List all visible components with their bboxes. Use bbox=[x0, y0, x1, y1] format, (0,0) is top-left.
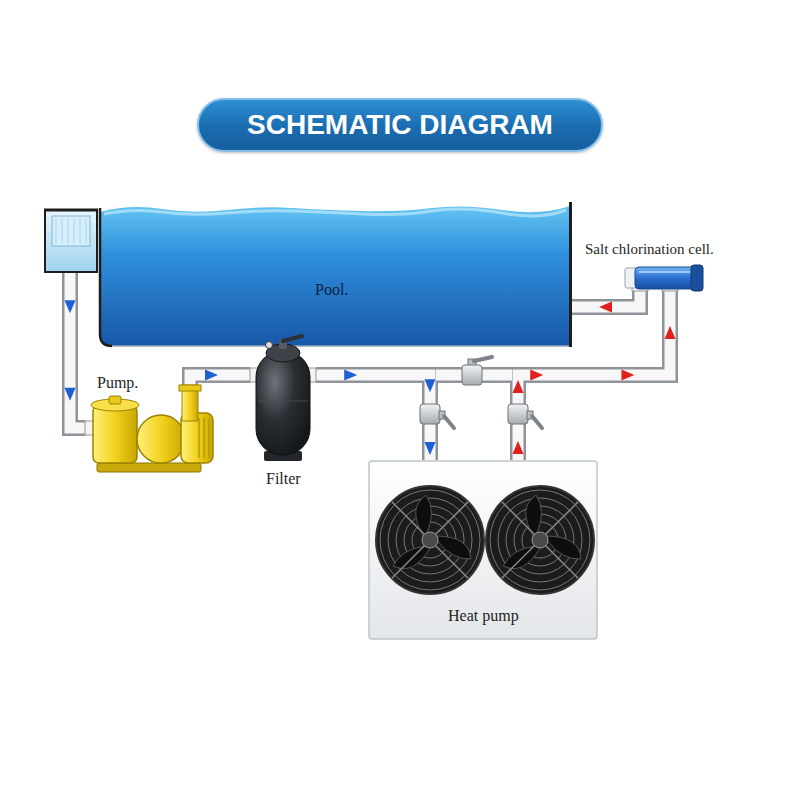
water-pipe bbox=[316, 370, 436, 461]
pool-wall-right bbox=[569, 202, 572, 347]
valve-lever bbox=[474, 357, 492, 361]
salt-chlorination-cell-shape bbox=[625, 265, 703, 291]
guard-spoke bbox=[502, 502, 535, 535]
cell-label: Salt chlorination cell. bbox=[585, 240, 714, 258]
motor-rib bbox=[203, 418, 205, 458]
pump-foot bbox=[97, 463, 201, 472]
pipe-bore bbox=[316, 375, 430, 460]
basket-slot bbox=[68, 218, 69, 244]
basket-slot bbox=[62, 218, 63, 244]
guard-spoke bbox=[546, 502, 579, 535]
pool-pump: Pump. bbox=[85, 385, 215, 473]
flow-arrow bbox=[599, 302, 612, 313]
skimmer-basket bbox=[52, 216, 90, 246]
water-surface bbox=[104, 209, 566, 216]
ball-valve bbox=[462, 357, 492, 385]
tank-seam bbox=[258, 401, 308, 402]
sand-filter-shape bbox=[250, 335, 316, 462]
pool-pump-shape bbox=[85, 385, 215, 473]
fan-hub bbox=[532, 532, 548, 548]
water-pipe bbox=[65, 272, 86, 428]
cell-highlight bbox=[639, 271, 691, 273]
flow-arrow bbox=[65, 300, 76, 313]
pump-volute bbox=[137, 415, 185, 463]
cell-body bbox=[635, 267, 695, 289]
heat-pump-label: Heat pump bbox=[448, 606, 519, 625]
guard-spoke bbox=[392, 546, 425, 579]
flow-arrow bbox=[513, 380, 524, 393]
motor-rib bbox=[208, 418, 210, 458]
flow-arrow bbox=[621, 370, 634, 381]
basket-slot bbox=[74, 218, 75, 244]
flow-arrow bbox=[665, 326, 676, 339]
strainer-pot bbox=[93, 405, 137, 463]
sand-filter: Filter bbox=[250, 335, 316, 462]
heat-pump-casing bbox=[369, 461, 597, 639]
pipe-bore bbox=[190, 375, 250, 385]
guard-spoke bbox=[436, 502, 469, 535]
flow-arrow bbox=[65, 388, 76, 401]
heat-pump-unit: Heat pump bbox=[368, 460, 598, 640]
pump-label: Pump. bbox=[97, 373, 138, 392]
guard-spoke bbox=[546, 546, 579, 579]
fan bbox=[486, 486, 594, 594]
filter-tank bbox=[256, 351, 310, 455]
fan-blade bbox=[526, 495, 542, 536]
skimmer-rim bbox=[44, 209, 98, 212]
basket-slot bbox=[80, 218, 81, 244]
water-pipe bbox=[190, 370, 250, 386]
skimmer-box bbox=[45, 210, 97, 272]
guard-ring bbox=[490, 490, 590, 590]
valve-body bbox=[420, 404, 440, 424]
filter-label: Filter bbox=[266, 469, 301, 488]
fan-guard bbox=[376, 486, 484, 594]
basket-slot bbox=[56, 218, 57, 244]
fan-blade bbox=[416, 495, 432, 536]
pool-floor bbox=[112, 345, 570, 347]
flow-arrow bbox=[425, 379, 436, 392]
pipe-outline bbox=[190, 375, 250, 385]
fan bbox=[376, 486, 484, 594]
valve-body bbox=[462, 365, 482, 385]
pool-water bbox=[100, 206, 570, 346]
outlet-collar bbox=[179, 385, 201, 391]
fan-blade bbox=[547, 536, 581, 559]
pipe-outline bbox=[316, 375, 430, 460]
ball-valve bbox=[508, 404, 542, 428]
guard-spoke bbox=[502, 546, 535, 579]
salt-chlorination-cell: Salt chlorination cell. bbox=[625, 265, 703, 291]
valve-body bbox=[508, 404, 528, 424]
flow-arrow bbox=[205, 370, 218, 381]
valve-lever bbox=[532, 416, 542, 428]
pipe-bore bbox=[70, 272, 85, 428]
pipe-outline bbox=[70, 272, 85, 428]
pool-wall-left bbox=[100, 208, 112, 346]
valve-lever bbox=[444, 416, 454, 428]
motor-rib bbox=[198, 418, 200, 458]
flow-arrow bbox=[425, 442, 436, 455]
guard-spoke bbox=[392, 502, 425, 535]
fan-blade bbox=[437, 536, 471, 559]
water-pipe bbox=[572, 291, 640, 313]
lid-knob bbox=[109, 396, 121, 404]
valve-handle bbox=[283, 336, 302, 341]
flow-arrow bbox=[344, 370, 357, 381]
cell-cap bbox=[691, 265, 703, 291]
pressure-gauge bbox=[266, 342, 273, 349]
pool-basin-shape bbox=[42, 200, 572, 348]
basket-slot bbox=[86, 218, 87, 244]
pool-label: Pool. bbox=[315, 280, 348, 299]
flow-arrow bbox=[513, 441, 524, 454]
guard-spoke bbox=[436, 546, 469, 579]
pool-basin: Pool. bbox=[42, 200, 572, 348]
title-banner: SCHEMATIC DIAGRAM bbox=[197, 98, 603, 152]
fan-hub bbox=[422, 532, 438, 548]
guard-ring bbox=[380, 490, 480, 590]
fan-guard bbox=[486, 486, 594, 594]
flow-arrow bbox=[530, 370, 543, 381]
title-text: SCHEMATIC DIAGRAM bbox=[199, 100, 601, 150]
ball-valve bbox=[420, 404, 454, 428]
